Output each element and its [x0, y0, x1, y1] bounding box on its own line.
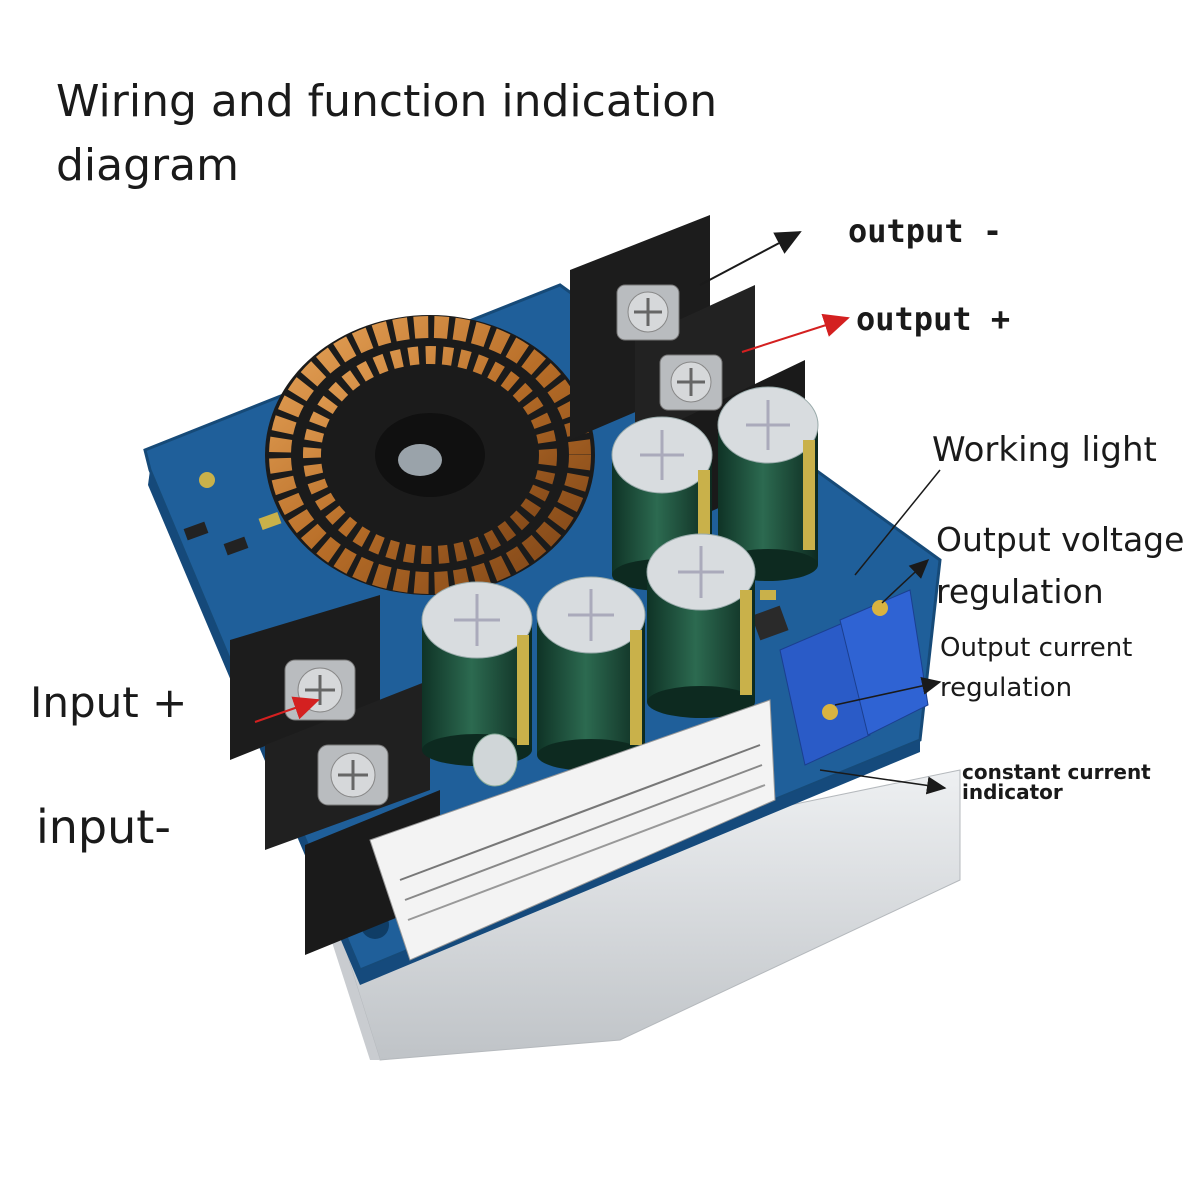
- label-input-plus: Input +: [30, 678, 188, 727]
- label-line: Output current: [940, 633, 1133, 663]
- label-line: constant current: [962, 760, 1151, 784]
- label-working-light: Working light: [932, 430, 1157, 470]
- label-line: regulation: [936, 572, 1104, 611]
- annotation-arrows: [254, 231, 947, 795]
- label-constant-current-indicator: constant current indicator: [962, 762, 1151, 802]
- product-sticker: [369, 699, 776, 961]
- label-input-minus: input-: [36, 800, 171, 854]
- diagram-title: Wiring and function indication diagram: [56, 76, 718, 191]
- toroid-inductor: [265, 315, 595, 595]
- label-output-voltage-regulation: Output voltage regulation: [936, 514, 1184, 618]
- label-output-plus: output +: [856, 300, 1011, 338]
- label-output-current-regulation: Output current regulation: [940, 628, 1132, 708]
- label-line: regulation: [940, 673, 1073, 703]
- label-output-minus: output -: [848, 212, 1003, 250]
- label-line: indicator: [962, 780, 1063, 804]
- label-line: Output voltage: [936, 520, 1185, 559]
